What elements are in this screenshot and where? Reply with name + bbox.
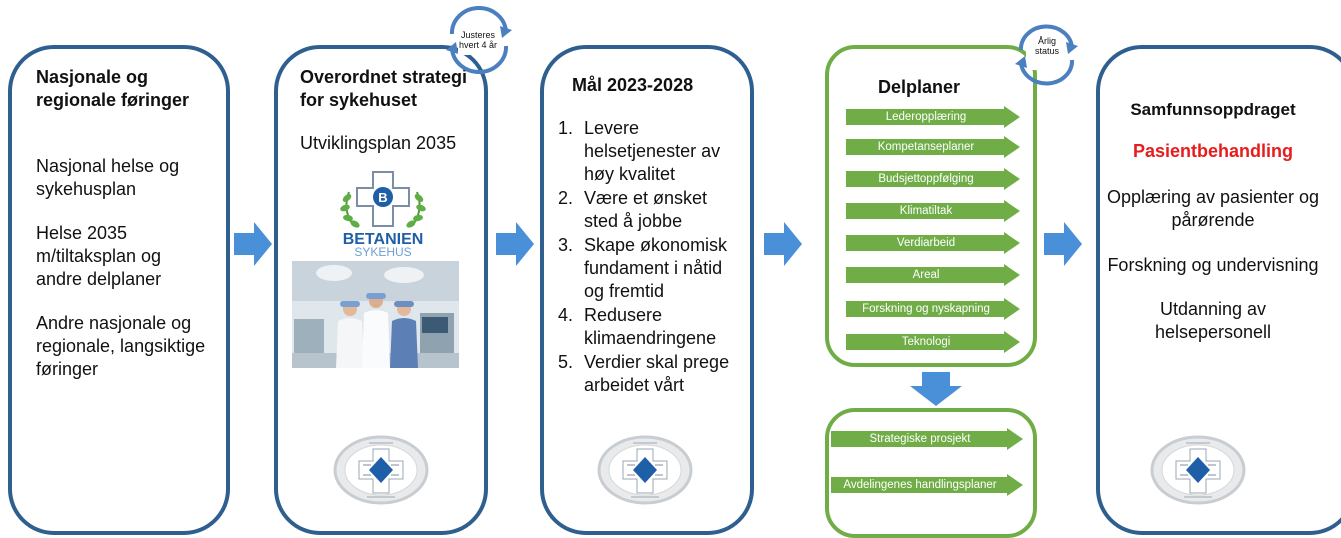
subplan-arrow: Budsjettoppfølging bbox=[846, 168, 1020, 190]
goal-number: 1. bbox=[558, 118, 574, 138]
plan-label: Kompetanseplaner bbox=[877, 141, 975, 153]
col1-text: Nasjonal helse og bbox=[36, 156, 180, 176]
plan-label: Klimatiltak bbox=[899, 205, 953, 217]
goal-text: Redusere klimaendringene bbox=[584, 305, 717, 348]
project-arrow: Avdelingenes handlingsplaner bbox=[831, 474, 1023, 496]
cycle-arrows-icon bbox=[1015, 24, 1078, 86]
goal-text: Verdier skal prege arbeidet vårt bbox=[584, 352, 730, 395]
project-arrow: Strategiske prosjekt bbox=[831, 428, 1023, 450]
box-goals bbox=[540, 45, 754, 535]
green-arrow-icon bbox=[846, 331, 1020, 353]
subplan-arrow: Klimatiltak bbox=[846, 200, 1020, 222]
cycle-label: Årlig bbox=[1037, 36, 1056, 46]
col2-title-line2: for sykehuset bbox=[300, 90, 418, 110]
flow-arrow-3 bbox=[764, 222, 802, 266]
strategy-wheel-icon bbox=[333, 435, 429, 505]
plan-label: Avdelingenes handlingsplaner bbox=[843, 479, 997, 491]
goal-item: 5. Verdier skal prege arbeidet vårt bbox=[558, 351, 738, 397]
goal-text: Levere helsetjenester av høy kvalitet bbox=[584, 118, 721, 184]
goals-list: 1.Levere helsetjenester av høy kvalitet … bbox=[558, 117, 738, 398]
goal-item: 3. Skape økonomisk fundament i nåtid og f… bbox=[558, 234, 738, 303]
col1-text: andre delplaner bbox=[36, 269, 162, 289]
subplan-arrow: Forskning og nyskapning bbox=[846, 298, 1020, 320]
flow-arrow-2 bbox=[496, 222, 534, 266]
goal-number: 2. bbox=[558, 188, 574, 208]
plan-label: Teknologi bbox=[901, 336, 951, 348]
goal-item: 1. Levere helsetjenester av høy kvalitet bbox=[558, 117, 738, 186]
goal-text: Være et ønsket sted å jobbe bbox=[584, 188, 708, 231]
plan-label: Strategiske prosjekt bbox=[869, 433, 971, 445]
staff-photo bbox=[292, 261, 459, 368]
goal-item: 4. Redusere klimaendringene bbox=[558, 304, 738, 350]
green-arrow-icon bbox=[831, 474, 1023, 496]
green-arrow-icon bbox=[846, 106, 1020, 128]
plan-label: Budsjettoppfølging bbox=[878, 173, 974, 185]
col3-title: Mål 2023-2028 bbox=[572, 75, 694, 95]
box-national-guidelines bbox=[8, 45, 230, 535]
logo-letter: B bbox=[378, 190, 387, 205]
strategy-wheel-icon bbox=[597, 435, 693, 505]
plan-label: Verdiarbeid bbox=[896, 237, 956, 249]
col1-text: m/tiltaksplan og bbox=[36, 246, 162, 266]
down-arrow bbox=[910, 372, 962, 406]
green-arrow-icon bbox=[846, 136, 1020, 158]
col1-text: sykehusplan bbox=[36, 179, 137, 199]
goal-number: 4. bbox=[558, 305, 574, 325]
strategy-wheel-icon bbox=[1150, 435, 1246, 505]
cycle-label: hvert 4 år bbox=[458, 40, 498, 50]
subplan-arrow: Areal bbox=[846, 264, 1020, 286]
col5-text: helsepersonell bbox=[1154, 322, 1272, 342]
col5-text: Utdanning av bbox=[1159, 299, 1267, 319]
goal-item: 2. Være et ønsket sted å jobbe bbox=[558, 187, 738, 233]
subplan-arrow: Verdiarbeid bbox=[846, 232, 1020, 254]
goal-text: Skape økonomisk fundament i nåtid og fre… bbox=[584, 235, 728, 301]
goal-number: 5. bbox=[558, 352, 574, 372]
col5-text: Forskning og undervisning bbox=[1107, 255, 1319, 275]
plan-label: Lederopplæring bbox=[885, 111, 967, 123]
plan-label: Areal bbox=[912, 269, 940, 281]
green-arrow-icon bbox=[846, 168, 1020, 190]
subplan-arrow: Kompetanseplaner bbox=[846, 136, 1020, 158]
col4-title: Delplaner bbox=[878, 77, 961, 97]
subplan-arrow: Teknologi bbox=[846, 331, 1020, 353]
cycle-label: status bbox=[1034, 46, 1059, 56]
col5-highlight: Pasientbehandling bbox=[1132, 141, 1294, 161]
betanien-logo: B BETANIEN SYKEHUS bbox=[340, 171, 426, 256]
logo-word-sykehus: SYKEHUS bbox=[354, 245, 411, 256]
goal-number: 3. bbox=[558, 235, 574, 255]
col5-text: pårørende bbox=[1171, 210, 1255, 230]
green-arrow-icon bbox=[846, 200, 1020, 222]
col2-subtitle: Utviklingsplan 2035 bbox=[300, 133, 457, 153]
col5-text: Opplæring av pasienter og bbox=[1106, 187, 1320, 207]
flow-arrow-1 bbox=[234, 222, 272, 266]
col1-text: Helse 2035 bbox=[36, 223, 128, 243]
cycle-label: Justeres bbox=[460, 30, 495, 40]
green-arrow-icon bbox=[831, 428, 1023, 450]
cycle-arrows-icon bbox=[446, 6, 512, 74]
col1-text: regionale, langsiktige bbox=[36, 336, 206, 356]
col2-title-line1: Overordnet strategi bbox=[300, 67, 468, 87]
green-arrow-icon bbox=[846, 298, 1020, 320]
col1-title-line2: regionale føringer bbox=[36, 90, 190, 110]
col1-title-line1: Nasjonale og bbox=[36, 67, 149, 87]
logo-word-betanien: BETANIEN bbox=[343, 231, 424, 248]
col1-text: føringer bbox=[36, 359, 99, 379]
col1-text: Andre nasjonale og bbox=[36, 313, 192, 333]
col5-title: Samfunnsoppdraget bbox=[1130, 100, 1296, 119]
flow-arrow-4 bbox=[1044, 222, 1082, 266]
subplan-arrow: Lederopplæring bbox=[846, 106, 1020, 128]
green-arrow-icon bbox=[846, 232, 1020, 254]
green-arrow-icon bbox=[846, 264, 1020, 286]
plan-label: Forskning og nyskapning bbox=[862, 303, 990, 315]
